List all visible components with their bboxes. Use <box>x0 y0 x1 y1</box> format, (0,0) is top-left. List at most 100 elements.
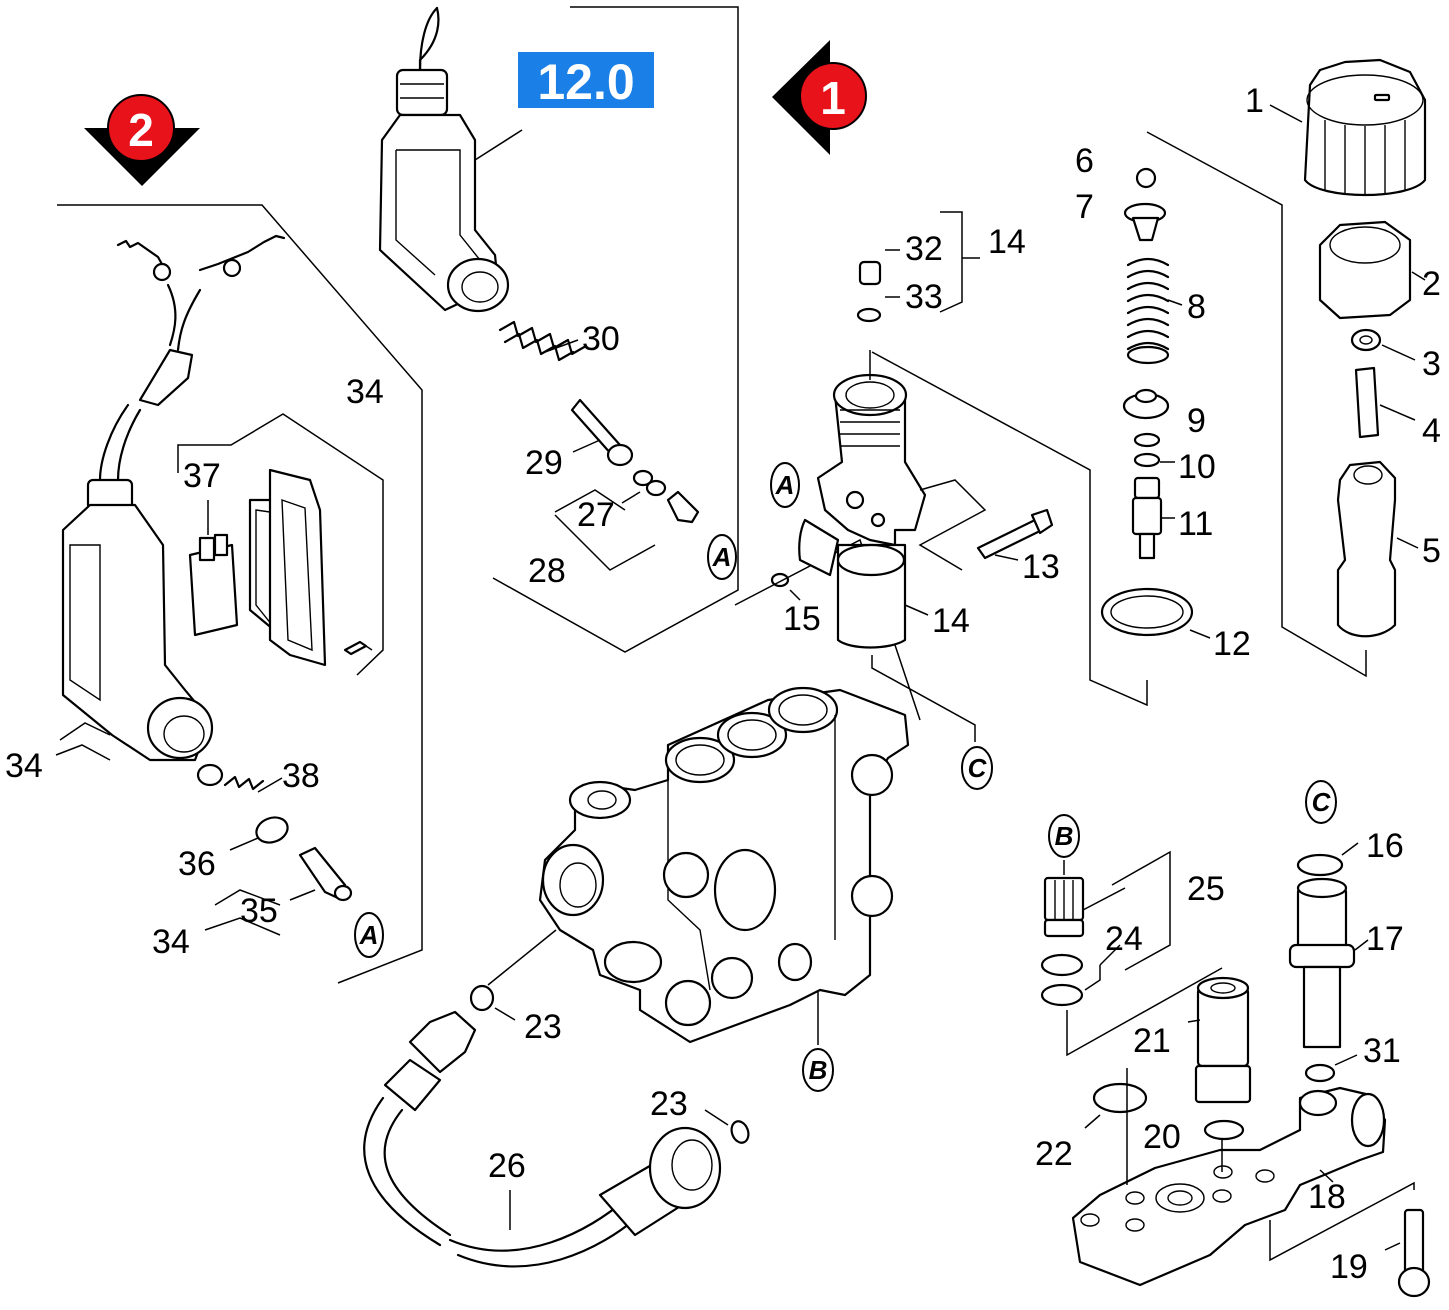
part-35-pin <box>204 846 353 936</box>
part-number-2[interactable]: 2 <box>1422 265 1441 303</box>
part-number-8[interactable]: 8 <box>1187 288 1206 326</box>
part-number-35[interactable]: 35 <box>240 892 278 930</box>
part-14-unloader-housing <box>798 350 929 649</box>
tag-b-lower[interactable]: B <box>802 1048 834 1092</box>
part-6-ball <box>1135 167 1157 189</box>
part-number-23a[interactable]: 23 <box>524 1008 562 1046</box>
part-number-28[interactable]: 28 <box>528 552 566 590</box>
part-23-ring-upper <box>469 984 516 1021</box>
part-number-14a[interactable]: 14 <box>988 223 1026 261</box>
pressure-switch-left <box>55 234 286 762</box>
part-number-12[interactable]: 12 <box>1213 625 1251 663</box>
pressure-switch-upper <box>378 6 523 313</box>
part-number-4[interactable]: 4 <box>1422 412 1441 450</box>
part-17-sleeve <box>1288 877 1369 1049</box>
part-29-pin <box>570 398 634 467</box>
part-number-20[interactable]: 20 <box>1143 1118 1181 1156</box>
part-23-ring-lower <box>704 1109 750 1144</box>
part-number-31[interactable]: 31 <box>1363 1032 1401 1070</box>
nav-marker-2-label: 2 <box>128 104 154 156</box>
part-number-29[interactable]: 29 <box>525 444 563 482</box>
part-13-bolt <box>918 479 1054 571</box>
part-number-27[interactable]: 27 <box>577 496 615 534</box>
tag-a-middle[interactable]: A <box>770 462 800 508</box>
part-number-21[interactable]: 21 <box>1133 1022 1171 1060</box>
part-number-33[interactable]: 33 <box>905 278 943 316</box>
tag-a-middle-label: A <box>775 470 795 500</box>
tag-b-right[interactable]: B <box>1048 814 1080 858</box>
part-number-32[interactable]: 32 <box>905 230 943 268</box>
part-5-valve-body <box>1336 460 1419 638</box>
pump-head-body <box>487 686 910 1045</box>
part-number-34b[interactable]: 34 <box>5 747 43 785</box>
part-37-microswitch <box>188 500 239 637</box>
part-number-1[interactable]: 1 <box>1245 82 1264 120</box>
tag-b-lower-label: B <box>809 1055 828 1085</box>
part-9-plunger <box>1122 388 1170 420</box>
part-number-16[interactable]: 16 <box>1366 827 1404 865</box>
part-number-5[interactable]: 5 <box>1422 532 1441 570</box>
nav-marker-1-label: 1 <box>820 72 846 124</box>
part-number-22[interactable]: 22 <box>1035 1135 1073 1173</box>
part-25-valve <box>1043 850 1171 971</box>
part-36-ring <box>229 816 289 851</box>
tag-a-left[interactable]: A <box>354 912 384 958</box>
part-12-nut <box>1100 587 1211 639</box>
part-number-38[interactable]: 38 <box>282 757 320 795</box>
part-number-37[interactable]: 37 <box>183 457 221 495</box>
part-18-manifold <box>1071 1068 1415 1287</box>
part-26-hose <box>363 1010 722 1268</box>
part-number-26[interactable]: 26 <box>488 1147 526 1185</box>
part-number-30[interactable]: 30 <box>582 320 620 358</box>
part-number-24[interactable]: 24 <box>1105 920 1143 958</box>
part-number-15[interactable]: 15 <box>783 600 821 638</box>
part-number-11[interactable]: 11 <box>1178 505 1213 543</box>
part-number-3[interactable]: 3 <box>1422 345 1441 383</box>
part-30-spring <box>498 320 588 362</box>
part-33-ring <box>856 296 900 323</box>
page-number-badge: 12.0 <box>518 52 654 110</box>
tag-a-upper[interactable]: A <box>707 534 737 580</box>
part-number-7[interactable]: 7 <box>1075 188 1094 226</box>
part-number-36[interactable]: 36 <box>178 845 216 883</box>
part-number-25[interactable]: 25 <box>1187 870 1225 908</box>
part-22-ring <box>1084 1082 1148 1129</box>
tag-b-right-label: B <box>1055 821 1074 851</box>
section-lines <box>57 6 1367 984</box>
part-21-sleeve <box>1066 967 1252 1104</box>
part-number-labels: 1 2 3 4 5 6 7 8 9 10 11 12 13 14 14 15 1… <box>5 82 1441 1286</box>
part-number-18[interactable]: 18 <box>1308 1178 1346 1216</box>
part-10-rings <box>1133 432 1175 468</box>
part-number-19[interactable]: 19 <box>1330 1248 1368 1286</box>
nav-marker-2[interactable]: 2 <box>84 94 200 186</box>
part-19-bolt <box>1384 1208 1431 1298</box>
part-20-ring <box>1203 1119 1245 1141</box>
part-4-threaded-rod <box>1354 366 1416 439</box>
tag-a-left-label: A <box>359 920 379 950</box>
part-11-piston <box>1131 476 1175 560</box>
part-number-17[interactable]: 17 <box>1366 920 1404 958</box>
part-number-13[interactable]: 13 <box>1022 548 1060 586</box>
tag-c-upper-label: C <box>968 753 988 783</box>
tag-c-upper[interactable]: C <box>961 746 993 790</box>
part-7-seat <box>1123 202 1167 242</box>
part-24-rings <box>1040 944 1121 1007</box>
tag-c-lower-label: C <box>1312 787 1332 817</box>
part-number-6[interactable]: 6 <box>1075 142 1094 180</box>
part-number-9[interactable]: 9 <box>1187 402 1206 440</box>
part-number-34c[interactable]: 34 <box>152 923 190 961</box>
part-number-10[interactable]: 10 <box>1178 448 1216 486</box>
part-number-34a[interactable]: 34 <box>346 373 384 411</box>
part-31-ring <box>1304 1054 1358 1083</box>
part-2-nut <box>1318 220 1426 320</box>
part-34-cover <box>177 413 384 676</box>
tag-c-lower[interactable]: C <box>1305 780 1337 824</box>
nav-marker-1[interactable]: 1 <box>772 40 867 155</box>
part-38-spring <box>196 763 283 793</box>
part-32-plug <box>858 211 980 313</box>
part-number-23b[interactable]: 23 <box>650 1085 688 1123</box>
part-number-14b[interactable]: 14 <box>932 602 970 640</box>
part-8-spring <box>1126 257 1183 365</box>
part-15-ring <box>770 572 801 601</box>
